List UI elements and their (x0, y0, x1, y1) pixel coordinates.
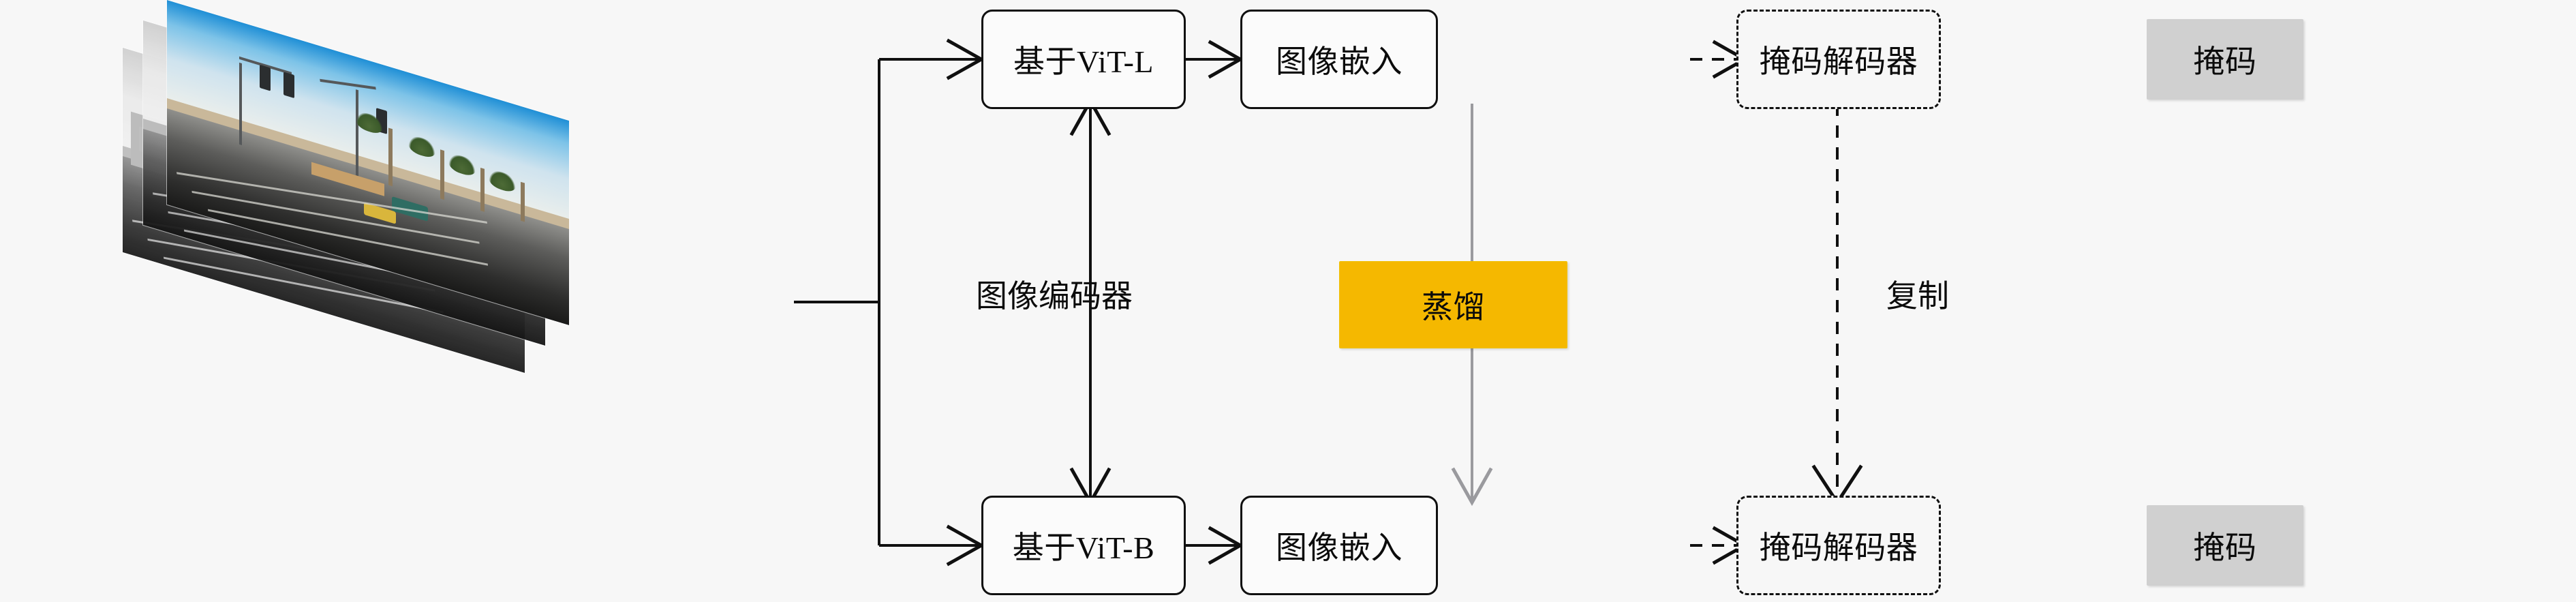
node-teacher-mask[interactable]: 掩码 (2147, 19, 2303, 100)
node-teacher-encoder[interactable]: 基于ViT-L (981, 10, 1186, 109)
node-student-mask[interactable]: 掩码 (2147, 505, 2303, 586)
node-teacher-encoder-label: 基于ViT-L (1013, 44, 1154, 79)
node-student-encoder[interactable]: 基于ViT-B (981, 496, 1186, 595)
node-teacher-embedding[interactable]: 图像嵌入 (1240, 10, 1438, 109)
node-teacher-decoder-label: 掩码解码器 (1759, 44, 1918, 79)
label-image-encoder: 图像编码器 (976, 279, 1133, 314)
node-teacher-embedding-label: 图像嵌入 (1276, 44, 1402, 79)
node-student-mask-label: 掩码 (2193, 530, 2257, 565)
node-student-embedding[interactable]: 图像嵌入 (1240, 496, 1438, 595)
node-student-decoder-label: 掩码解码器 (1759, 530, 1918, 565)
node-distillation[interactable]: 蒸馏 (1339, 261, 1567, 348)
arrowhead-distillation (1451, 467, 1493, 507)
node-student-encoder-label: 基于ViT-B (1012, 530, 1155, 565)
node-student-decoder[interactable]: 掩码解码器 (1736, 496, 1941, 595)
node-student-embedding-label: 图像嵌入 (1276, 530, 1402, 565)
node-teacher-mask-label: 掩码 (2193, 44, 2257, 79)
node-distillation-label: 蒸馏 (1422, 290, 1485, 325)
node-teacher-decoder[interactable]: 掩码解码器 (1736, 10, 1941, 109)
label-copy: 复制 (1886, 279, 1949, 314)
